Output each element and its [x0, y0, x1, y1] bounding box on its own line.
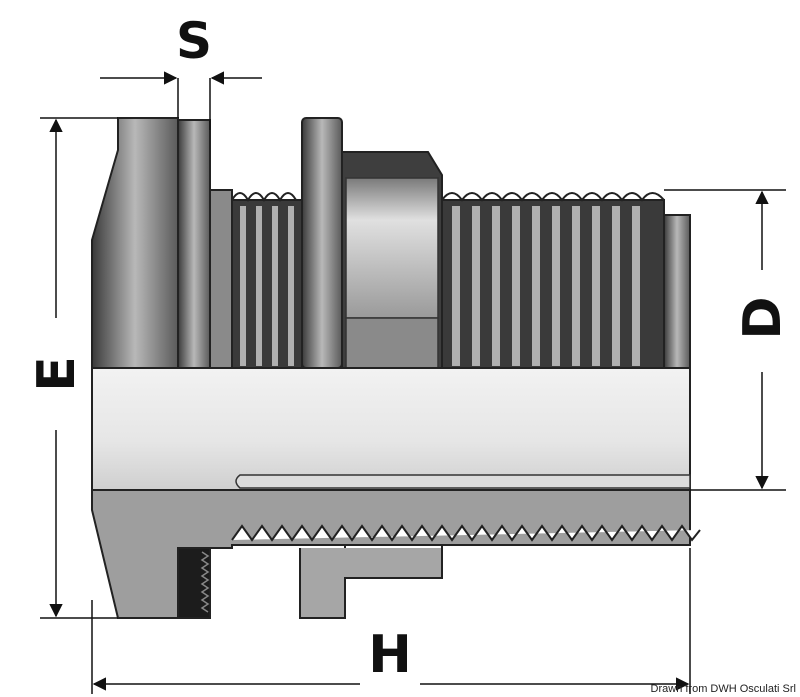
- thread-upper-left: [231, 192, 303, 369]
- dimension-h: H: [91, 548, 691, 694]
- dimension-d: D: [664, 189, 793, 491]
- thread-upper-right: [441, 192, 691, 369]
- label-e: E: [27, 356, 87, 392]
- dimension-e: E: [27, 117, 118, 619]
- hex-nut: [341, 151, 443, 369]
- label-h: H: [368, 625, 412, 685]
- bore: [91, 367, 691, 491]
- section-lower: [91, 489, 701, 619]
- label-d: D: [733, 296, 793, 339]
- lock-washer: [301, 117, 343, 369]
- flange: [91, 117, 233, 369]
- credit-text: Drawn from DWH Osculati Srl: [650, 683, 796, 695]
- label-s: S: [176, 12, 212, 70]
- dimension-s: S: [100, 12, 262, 130]
